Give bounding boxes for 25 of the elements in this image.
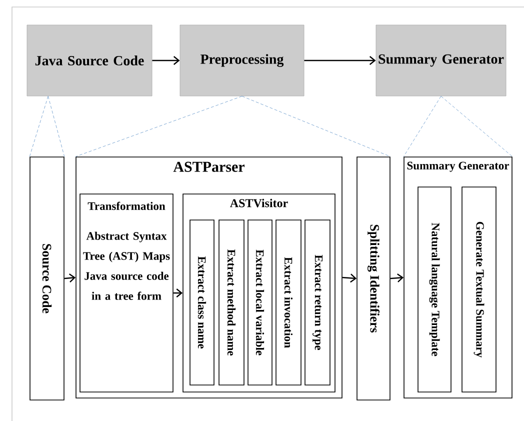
step-box: Extract return type xyxy=(304,220,330,386)
step-box: Extract invocation xyxy=(276,220,302,386)
expansion-line xyxy=(75,96,242,157)
step-box: Extract local variable xyxy=(248,220,272,386)
arrow xyxy=(304,56,376,65)
process-box: Preprocessing xyxy=(180,24,304,96)
arrow xyxy=(342,274,357,283)
expansion-line xyxy=(242,96,391,157)
step-box: Generate Textual Summary xyxy=(462,186,496,392)
expansion-line xyxy=(48,96,65,157)
step-box: Transformation Abstract Syntax Tree (AST) Maps Java source code in a tree form xyxy=(80,194,174,392)
process-box: Java Source Code xyxy=(26,24,152,96)
arrow xyxy=(173,288,183,298)
expansion-line xyxy=(29,96,48,157)
step-box: Source Code xyxy=(30,156,64,400)
step-box: Extract class name xyxy=(190,220,214,386)
step-box: Extract method name xyxy=(218,220,244,386)
process-box: Summary Generator xyxy=(376,24,506,96)
step-box: Natural language Template xyxy=(418,186,452,392)
expansion-line xyxy=(440,96,513,157)
arrow xyxy=(390,273,404,282)
expansion-line xyxy=(403,96,442,157)
arrow xyxy=(64,274,76,282)
step-box: Splitting Identifiers xyxy=(356,156,390,400)
arrow xyxy=(152,56,180,65)
